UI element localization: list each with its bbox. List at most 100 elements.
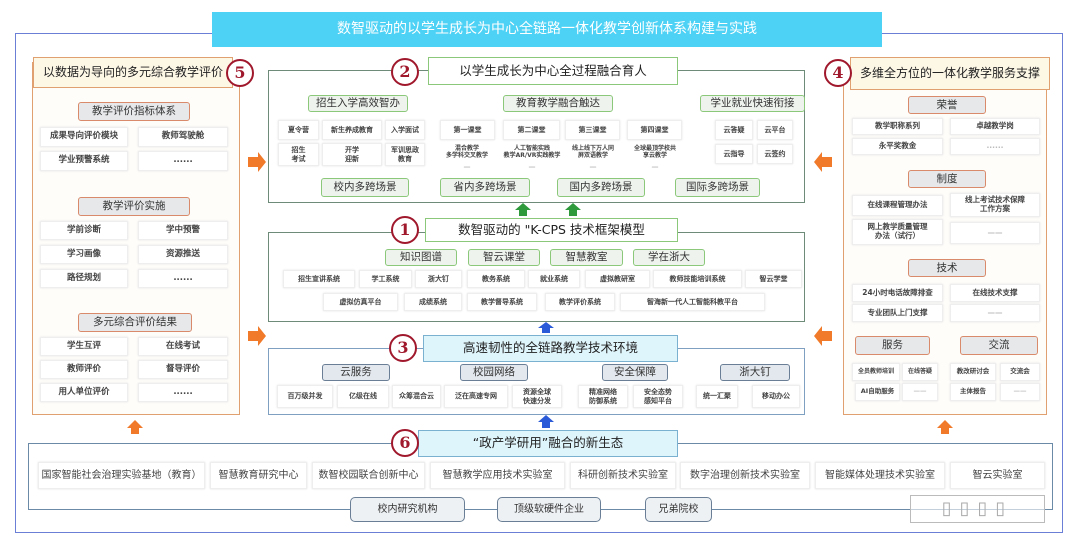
eval-item: 督导评价 [138, 360, 228, 379]
admission-item: 夏令营 [278, 120, 319, 140]
watermark-logo: ▯▯▯▯ [910, 495, 1045, 523]
ecosystem-panel-title: “政产学研用”融合的新生态 [418, 430, 678, 457]
eval-item: 教师驾驶舱 [138, 127, 228, 147]
lab-item: 智云实验室 [950, 462, 1045, 489]
group-header: 服务 [855, 336, 930, 355]
lab-item: 数字治理创新技术实验室 [680, 462, 810, 489]
group-header: 多元综合评价结果 [78, 313, 192, 332]
env-item: 精准网络 防御系统 [578, 385, 628, 408]
employment-item: 云答疑 [715, 120, 753, 140]
number-badge-3: 3 [389, 334, 417, 362]
eval-item: 教师评价 [40, 360, 128, 379]
eval-item: 成果导向评价模块 [40, 127, 128, 147]
eval-item: 资源推送 [138, 245, 228, 264]
arrow-left-icon [814, 326, 832, 346]
number-badge-1: 1 [391, 216, 419, 244]
eval-item: 学前诊断 [40, 221, 128, 240]
lab-item: 科研创新技术实验室 [570, 462, 676, 489]
system-item: 学工系统 [359, 270, 412, 288]
support-item: 在线技术支撑 [950, 284, 1040, 302]
support-item: 线上考试技术保障 工作方案 [950, 193, 1040, 217]
support-item: —— [902, 383, 938, 401]
admission-item: 军训思政 教育 [385, 143, 425, 166]
arrow-up-icon [538, 415, 554, 428]
support-item: AI自助服务 [855, 383, 900, 401]
support-item: 在线课程管理办法 [852, 195, 943, 216]
classroom-desc: 线上线下万人同 屏双语教学 [571, 145, 614, 159]
classroom-name: 第二课堂 [503, 120, 560, 140]
eval-item: ...... [138, 269, 228, 288]
group-header: 技术 [908, 259, 986, 277]
group-header: 制度 [908, 170, 986, 188]
group-header: 智云课堂 [468, 249, 540, 266]
arrow-up-icon [565, 203, 581, 216]
group-header: 教育教学融合触达 [503, 95, 613, 112]
support-item: 24小时电话故障排查 [852, 284, 943, 302]
env-item: 亿级在线 [337, 385, 389, 408]
support-item: 全员教师培训 [852, 363, 900, 381]
support-item: 专业团队上门支撑 [852, 304, 943, 322]
eval-item: 路径规划 [40, 269, 128, 288]
env-item: 统一汇聚 [696, 385, 738, 408]
group-header: 智慧教室 [550, 249, 623, 266]
arrow-left-icon [814, 152, 832, 172]
system-item: 教学评价系统 [545, 293, 615, 311]
support-item: —— [950, 222, 1040, 244]
system-item: 招生宣讲系统 [283, 270, 355, 288]
kcps-panel-title: 数智驱动的 "K-CPS 技术框架模型 [425, 218, 678, 242]
lab-item: 智能媒体处理技术实验室 [815, 462, 945, 489]
group-header: 浙大钉 [720, 364, 790, 381]
number-badge-5: 5 [226, 59, 254, 87]
group-header: 知识图谱 [385, 249, 457, 266]
eval-item: ...... [138, 151, 228, 171]
scene-label: 国内多跨场景 [557, 178, 645, 197]
admission-item: 招生 考试 [278, 143, 319, 166]
group-header: 安全保障 [602, 364, 668, 381]
group-header: 云服务 [322, 364, 390, 381]
env-item: 安全态势 感知平台 [633, 385, 683, 408]
admission-item: 新生养成教育 [322, 120, 382, 140]
system-item: 就业系统 [528, 270, 580, 288]
eval-item: 在线考试 [138, 337, 228, 356]
support-item: 主体报告 [950, 383, 996, 401]
system-item: 浙大钉 [415, 270, 462, 288]
classroom-desc: 人工智能实践 教学AR/VR实践教学 [503, 145, 561, 159]
support-item: 教学职称系列 [852, 118, 943, 135]
admission-item: 入学面试 [385, 120, 425, 140]
classroom-name: 第一课堂 [440, 120, 495, 140]
employment-item: 云签约 [757, 144, 793, 164]
scene-label: 校内多跨场景 [321, 178, 409, 197]
eval-item: 学业预警系统 [40, 151, 128, 171]
support-item: 交流会 [1000, 363, 1040, 381]
number-badge-4: 4 [824, 59, 852, 87]
service-panel-title: 多维全方位的一体化教学服务支撑 [850, 57, 1050, 90]
partner-label: 校内研究机构 [350, 497, 465, 522]
arrow-up-icon [515, 203, 531, 216]
system-item: 智海新一代人工智能科教平台 [620, 293, 765, 311]
system-item: 虚拟教研室 [585, 270, 650, 288]
lab-item: 智慧教学应用技术实验室 [430, 462, 565, 489]
scene-label: 国际多跨场景 [675, 178, 760, 197]
education-panel-title: 以学生成长为中心全过程融合育人 [428, 57, 678, 85]
system-item: 成绩系统 [404, 293, 462, 311]
system-item: 教师技能培训系统 [653, 270, 742, 288]
system-item: 教务系统 [467, 270, 525, 288]
classroom-name: 第四课堂 [627, 120, 682, 140]
partner-label: 兄弟院校 [645, 497, 712, 522]
support-item: —— [1000, 383, 1040, 401]
number-badge-6: 6 [391, 429, 419, 457]
group-header: 荣誉 [908, 96, 986, 114]
classroom-desc: 混合教学 多学科交叉教学 [445, 145, 488, 159]
arrow-up-icon [538, 322, 554, 333]
support-item: 教改研讨会 [950, 363, 996, 381]
page-title: 数智驱动的以学生成长为中心全链路一体化教学创新体系构建与实践 [212, 12, 882, 47]
system-item: 虚拟仿真平台 [323, 293, 398, 311]
env-item: 资源全球 快速分发 [512, 385, 562, 408]
group-header: 教学评价指标体系 [78, 102, 190, 121]
support-item: 永平奖教金 [852, 138, 943, 155]
classroom-more: — [528, 162, 536, 171]
classroom-desc: 全球最顶学校共 享云教学 [633, 145, 676, 159]
lab-item: 国家智能社会治理实验基地（教育） [38, 462, 205, 489]
tech-env-panel-title: 高速韧性的全链路教学技术环境 [423, 335, 678, 362]
